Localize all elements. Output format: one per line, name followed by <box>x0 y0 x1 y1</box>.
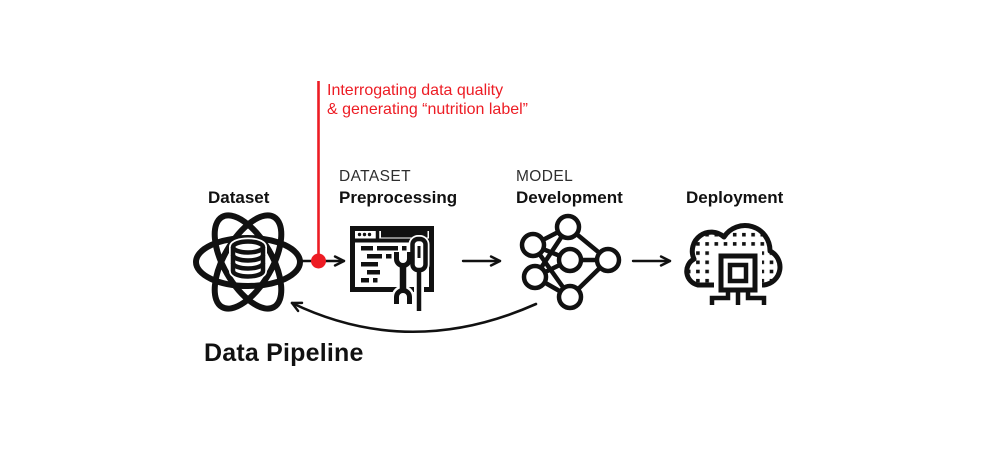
wrench-icon <box>394 252 412 304</box>
stage-eyebrow <box>208 167 269 187</box>
stage-label-preprocessing: DATASET Preprocessing <box>339 167 457 208</box>
stage-name: Deployment <box>686 188 784 207</box>
annotation-line-1: Interrogating data quality <box>327 82 504 99</box>
stage-eyebrow: MODEL <box>516 168 574 185</box>
stage-name: Development <box>516 188 623 207</box>
stage-label-deployment: Deployment <box>686 167 783 208</box>
annotation-line-2: & generating “nutrition label” <box>327 100 529 118</box>
chip-pins <box>709 291 767 305</box>
annotation-text: Interrogating data quality & generating … <box>327 82 528 119</box>
stage-eyebrow: DATASET <box>339 168 411 185</box>
stage-label-dataset: Dataset <box>208 167 269 208</box>
stage-name: Dataset <box>208 188 270 207</box>
cloud-chip-icon <box>684 223 783 305</box>
screwdriver-icon <box>410 236 428 311</box>
stage-label-development: MODEL Development <box>516 167 623 208</box>
neural-network-icon <box>519 213 622 311</box>
annotation-pointer-dot <box>311 253 326 269</box>
atom-database-icon <box>193 212 303 312</box>
diagram-caption: Data Pipeline <box>204 339 364 367</box>
code-window-tools-icon <box>350 226 434 311</box>
stage-name: Preprocessing <box>339 188 458 207</box>
feedback-arrow <box>290 301 538 333</box>
stage-eyebrow <box>686 167 783 187</box>
